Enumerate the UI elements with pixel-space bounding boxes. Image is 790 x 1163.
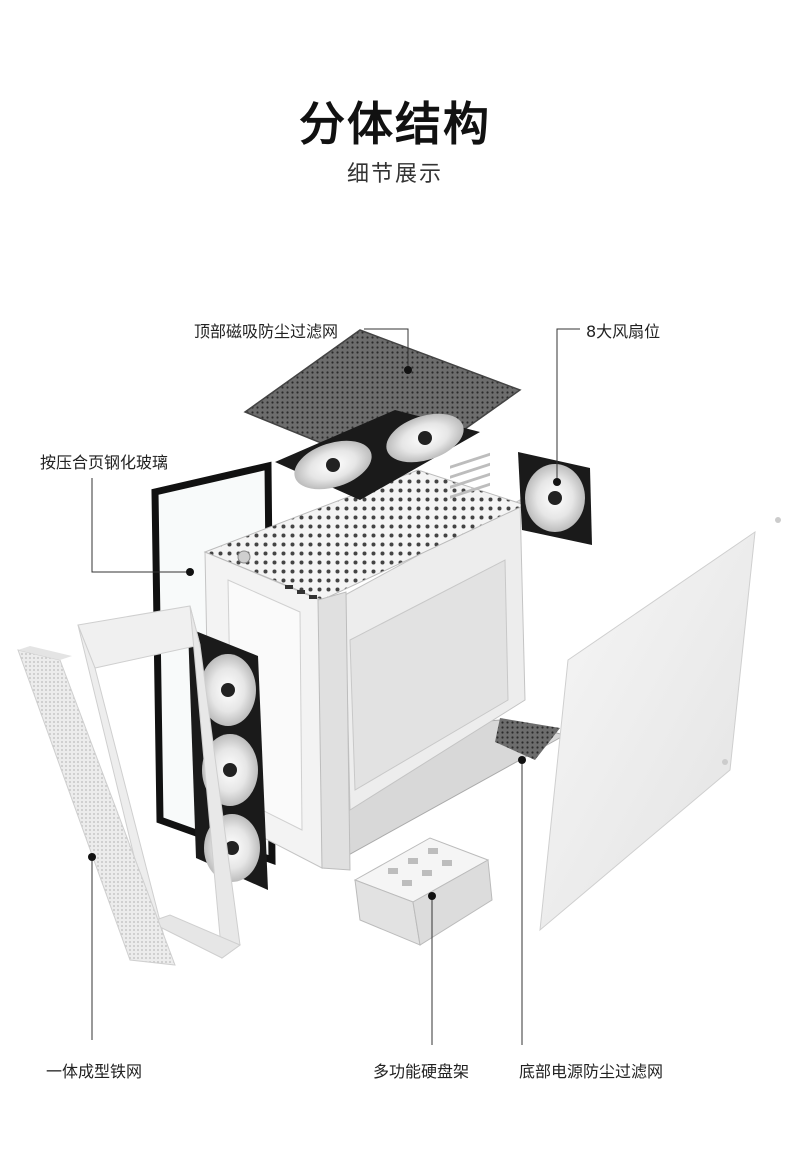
label-drive-cage: 多功能硬盘架 bbox=[373, 1062, 470, 1081]
leader-glass bbox=[91, 478, 190, 573]
bottom-psu-filter bbox=[495, 718, 560, 760]
chassis-body bbox=[203, 452, 567, 871]
front-bezel-frame bbox=[77, 605, 242, 961]
page-title: 分体结构 bbox=[299, 97, 491, 151]
multi-function-drive-cage bbox=[353, 837, 493, 946]
page-subtitle: 细节展示 bbox=[346, 162, 443, 187]
label-fan-positions: 8大风扇位 bbox=[586, 322, 661, 341]
rear-fan bbox=[518, 452, 592, 545]
label-top-filter: 顶部磁吸防尘过滤网 bbox=[194, 322, 339, 341]
label-glass-panel: 按压合页钢化玻璃 bbox=[40, 453, 169, 472]
leader-fans bbox=[556, 328, 580, 482]
leader-dots bbox=[88, 366, 561, 900]
leader-lines bbox=[91, 328, 580, 1045]
right-side-panel bbox=[539, 517, 781, 932]
label-mesh-panel: 一体成型铁网 bbox=[46, 1062, 143, 1081]
leader-top-filter bbox=[364, 328, 409, 370]
label-bottom-filter: 底部电源防尘过滤网 bbox=[519, 1062, 664, 1081]
top-fan-pair bbox=[275, 410, 480, 500]
